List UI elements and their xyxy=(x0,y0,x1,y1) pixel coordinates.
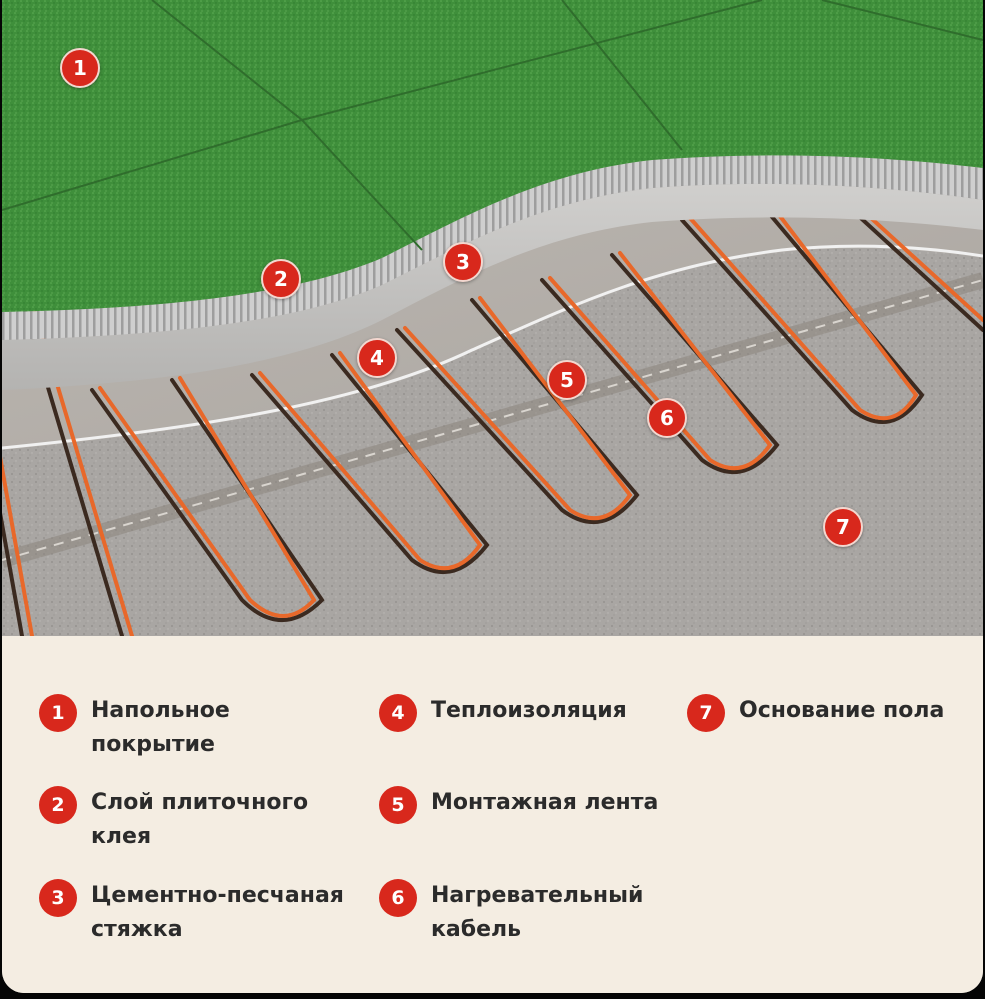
heating-cable xyxy=(2,201,983,636)
marker-4: 4 xyxy=(357,338,397,378)
insulation-edge-line xyxy=(2,244,983,450)
layers-legend: 1 Напольное покрытие 2 Слой плиточного к… xyxy=(2,636,983,993)
legend-number-badge: 6 xyxy=(379,879,417,917)
marker-5: 5 xyxy=(547,360,587,400)
legend-number-badge: 5 xyxy=(379,786,417,824)
legend-item-2: 2 Слой плиточного клея xyxy=(39,786,308,854)
legend-label: Теплоизоляция xyxy=(431,698,627,723)
legend-label: Нагревательный кабель xyxy=(431,883,644,942)
legend-number-badge: 4 xyxy=(379,694,417,732)
marker-7: 7 xyxy=(823,507,863,547)
legend-item-7: 7 Основание пола xyxy=(687,694,944,732)
mounting-tape xyxy=(2,272,983,568)
legend-item-5: 5 Монтажная лента xyxy=(379,786,658,824)
legend-item-6: 6 Нагревательный кабель xyxy=(379,879,643,947)
legend-item-3: 3 Цементно-песчаная стяжка xyxy=(39,879,344,947)
legend-label: Напольное покрытие xyxy=(91,698,230,757)
legend-number-badge: 3 xyxy=(39,879,77,917)
floor-covering-layer xyxy=(2,0,983,312)
legend-number-badge: 2 xyxy=(39,786,77,824)
floor-layers-illustration xyxy=(2,0,983,636)
legend-label: Монтажная лента xyxy=(431,790,659,815)
marker-1: 1 xyxy=(60,48,100,88)
legend-number-badge: 7 xyxy=(687,694,725,732)
legend-item-1: 1 Напольное покрытие xyxy=(39,694,230,762)
legend-number-badge: 1 xyxy=(39,694,77,732)
screed-slab-side xyxy=(2,183,983,390)
legend-item-4: 4 Теплоизоляция xyxy=(379,694,627,732)
legend-label: Слой плиточного клея xyxy=(91,790,309,849)
tile-seams xyxy=(2,0,983,251)
legend-label: Цементно-песчаная стяжка xyxy=(91,883,344,942)
tile-adhesive-layer xyxy=(2,155,983,340)
marker-6: 6 xyxy=(647,398,687,438)
marker-3: 3 xyxy=(443,242,483,282)
legend-label: Основание пола xyxy=(739,698,945,723)
marker-2: 2 xyxy=(261,259,301,299)
